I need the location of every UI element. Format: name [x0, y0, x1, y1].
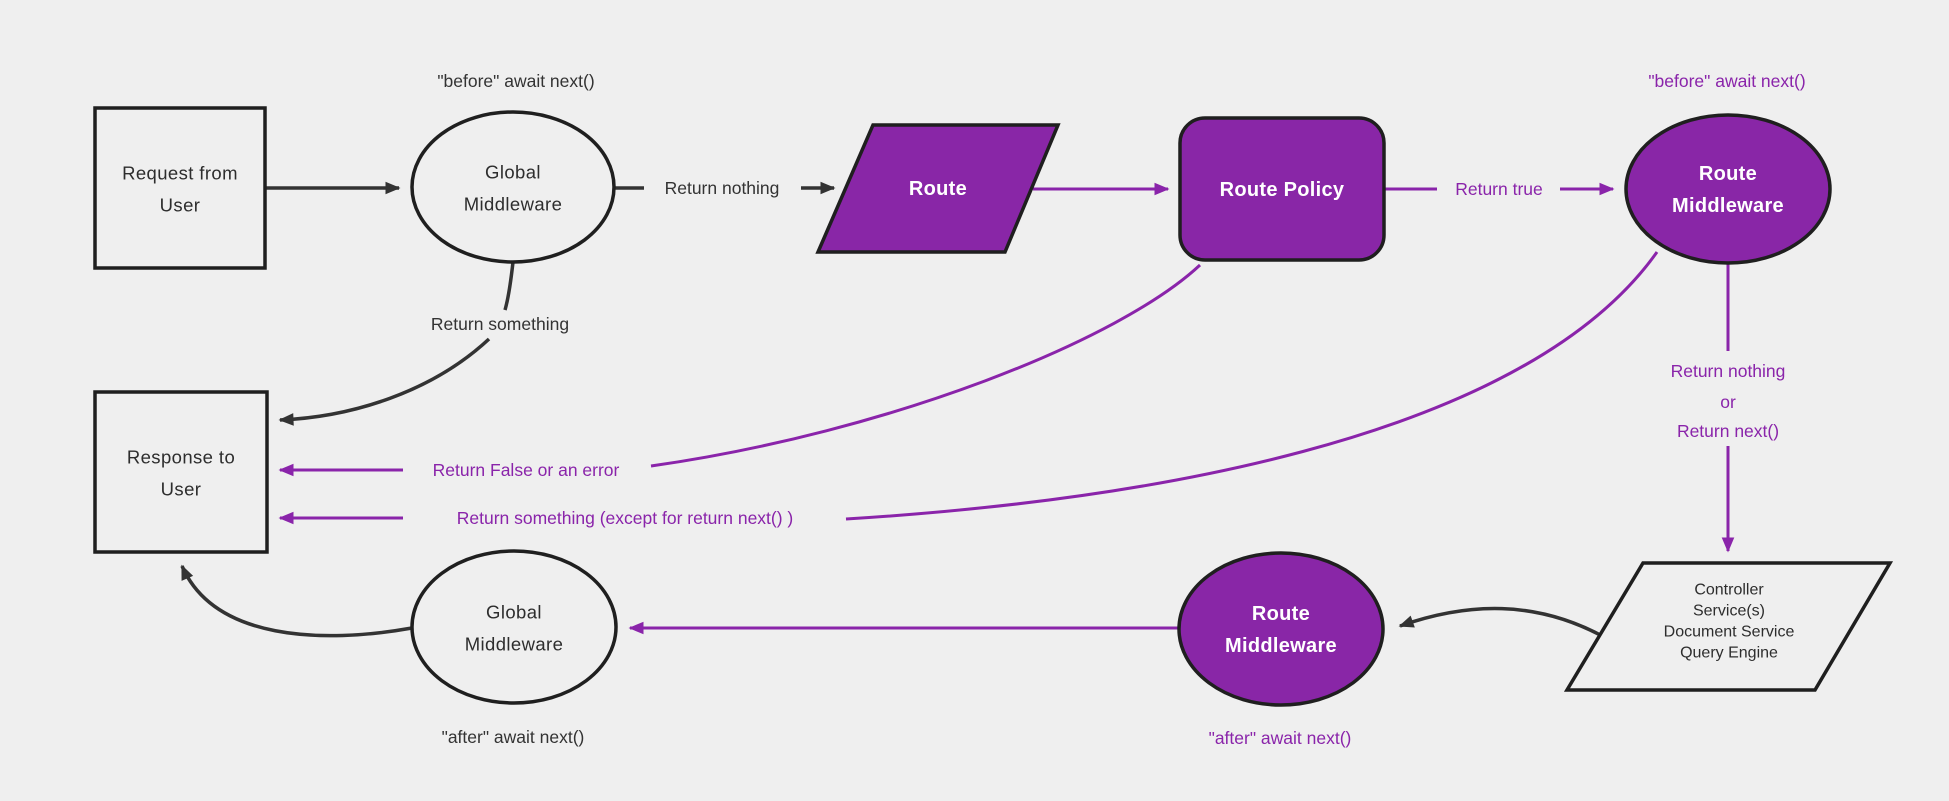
label-return-something: Return something — [431, 314, 569, 334]
edge-controller-to-route-middleware-bottom — [1398, 606, 1605, 639]
global-middleware-bottom-label-line2: Middleware — [465, 634, 564, 655]
request-from-user-node — [93, 106, 267, 270]
route-middleware-bottom-node — [1177, 551, 1385, 707]
route-node — [815, 123, 1061, 254]
edge-route-middleware-to-response-curve — [845, 251, 1659, 521]
label-before-await-next-top: "before" await next() — [437, 71, 594, 91]
route-middleware-top-node — [1624, 113, 1832, 265]
global-middleware-top-label-line1: Global — [485, 162, 541, 183]
controller-label-line4: Query Engine — [1680, 645, 1778, 662]
label-return-something-except: Return something (except for return next… — [457, 508, 794, 528]
route-middleware-bottom-label-line1: Route — [1252, 603, 1310, 625]
edge-global-bottom-to-response — [180, 564, 413, 638]
label-return-nothing-or-line2: or — [1720, 392, 1736, 412]
global-middleware-bottom-label-line1: Global — [486, 602, 542, 623]
route-label: Route — [909, 178, 967, 200]
label-return-nothing-top: Return nothing — [665, 178, 780, 198]
label-after-await-next-right: "after" await next() — [1209, 728, 1352, 748]
request-from-user-label-line1: Request from — [122, 163, 238, 184]
nodes: Request from User Global Middleware Rout… — [93, 106, 1894, 707]
label-after-await-next-left: "after" await next() — [442, 727, 585, 747]
route-policy-node — [1178, 116, 1386, 262]
global-middleware-top-label-line2: Middleware — [464, 194, 563, 215]
label-return-true: Return true — [1455, 179, 1543, 199]
edge-global-to-response-segment2 — [278, 337, 491, 426]
edge-global-to-response-segment1 — [503, 261, 515, 311]
controller-services-node — [1563, 561, 1894, 692]
edge-labels: "before" await next() Return nothing Ret… — [431, 71, 1806, 748]
request-from-user-label-line2: User — [160, 195, 201, 216]
controller-label-line3: Document Service — [1664, 624, 1795, 641]
label-return-nothing-or-line1: Return nothing — [1671, 361, 1786, 381]
label-return-nothing-or-line3: Return next() — [1677, 421, 1779, 441]
route-middleware-bottom-label-line2: Middleware — [1225, 635, 1337, 657]
response-to-user-node — [93, 390, 269, 554]
route-policy-label: Route Policy — [1220, 179, 1345, 201]
response-to-user-label-line2: User — [161, 479, 202, 500]
label-return-false-or-error: Return False or an error — [433, 460, 620, 480]
global-middleware-top-node — [410, 110, 616, 264]
label-before-await-next-right: "before" await next() — [1648, 71, 1805, 91]
controller-label-line2: Service(s) — [1693, 603, 1765, 620]
edge-route-policy-to-response-curve — [650, 263, 1202, 468]
controller-label-line1: Controller — [1694, 582, 1764, 599]
route-middleware-top-label-line2: Middleware — [1672, 195, 1784, 217]
route-middleware-top-label-line1: Route — [1699, 163, 1757, 185]
response-to-user-label-line1: Response to — [127, 447, 235, 468]
global-middleware-bottom-node — [410, 549, 618, 705]
edges — [180, 181, 1735, 639]
